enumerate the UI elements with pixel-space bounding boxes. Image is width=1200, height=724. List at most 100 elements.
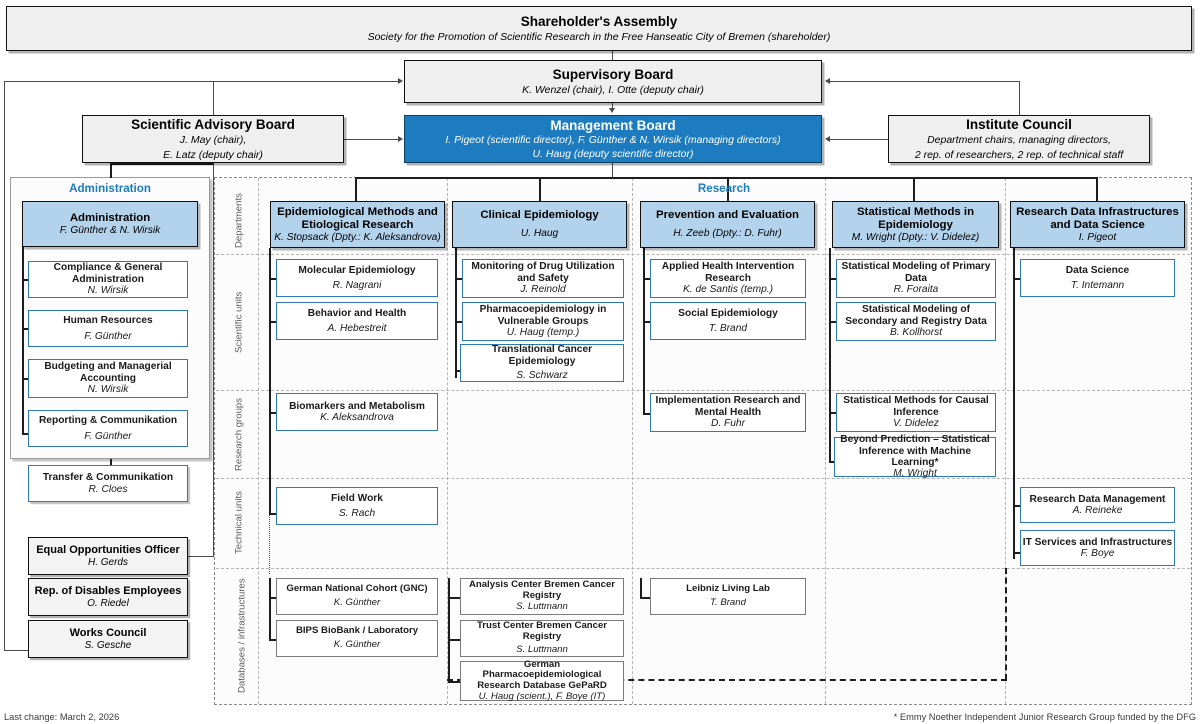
dept-stub-1: [355, 177, 357, 201]
scientific-advisory-board-box[interactable]: Scientific Advisory Board J. May (chair)…: [82, 115, 344, 163]
group-causal-inference-person: V. Didelez: [893, 418, 939, 430]
unit-statistical-modeling-secondary-registry[interactable]: Statistical Modeling of Secondary and Re…: [836, 302, 996, 341]
admin-unit-compliance[interactable]: Compliance & General Administration N. W…: [28, 261, 188, 298]
department-header-epidemiological-methods[interactable]: Epidemiological Methods and Etiological …: [270, 201, 445, 248]
db-bips-biobank-laboratory[interactable]: BIPS BioBank / Laboratory K. Günther: [276, 620, 438, 657]
rep-disabled-employees-box[interactable]: Rep. of Disables Employees O. Riedel: [28, 578, 188, 616]
department-1-title-line1: Epidemiological Methods and: [277, 206, 438, 219]
tech-research-data-management[interactable]: Research Data Management A. Reineke: [1020, 487, 1175, 523]
db-trust-center-title: Trust Center Bremen Cancer Registry: [476, 619, 608, 642]
department-4-title-line1: Statistical Methods in: [856, 206, 975, 219]
group-biomarkers-and-metabolism[interactable]: Biomarkers and Metabolism K. Aleksandrov…: [276, 393, 438, 431]
tech-field-work[interactable]: Field Work S. Rach: [276, 487, 438, 525]
transfer-communication-person: R. Cloes: [88, 483, 128, 495]
connector-admin-down: [110, 163, 112, 178]
dept2-branch-2: [455, 321, 463, 323]
department-5-person: I. Pigeot: [1078, 231, 1117, 243]
supervisory-board-box[interactable]: Supervisory Board K. Wenzel (chair), I. …: [404, 60, 822, 103]
rep-disabled-employees-title: Rep. of Disables Employees: [34, 585, 182, 598]
unit-social-epidemiology[interactable]: Social Epidemiology T. Brand: [650, 302, 806, 340]
department-3-person: H. Zeeb (Dpty.: D. Fuhr): [673, 228, 782, 240]
institute-council-subtitle-1: Department chairs, managing directors,: [927, 133, 1111, 146]
department-header-prevention-evaluation[interactable]: Prevention and Evaluation H. Zeeb (Dpty.…: [640, 201, 815, 248]
row-label-departments: Departments: [233, 193, 245, 249]
dept3-db-spine: [640, 578, 642, 598]
unit-molecular-epidemiology[interactable]: Molecular Epidemiology R. Nagrani: [276, 259, 438, 297]
administration-head-box[interactable]: Administration F. Günther & N. Wirsik: [22, 201, 198, 247]
unit-primary-data-title: Statistical Modeling of Primary Data: [841, 261, 991, 284]
dept2-branch-3: [455, 370, 461, 372]
dept-stub-2: [539, 177, 541, 201]
tech-it-services-infrastructures[interactable]: IT Services and Infrastructures F. Boye: [1020, 530, 1175, 566]
admin-tree-branch-2: [22, 328, 29, 330]
unit-data-science[interactable]: Data Science T. Intemann: [1020, 259, 1175, 297]
unit-pharmaco-title: Pharmacoepidemiology in Vulnerable Group…: [479, 304, 607, 327]
db-leibniz-person: T. Brand: [710, 597, 746, 608]
connector-left-bus-vertical: [4, 81, 6, 651]
institute-council-title: Institute Council: [966, 116, 1072, 132]
transfer-communication-box[interactable]: Transfer & Communikation R. Cloes: [28, 465, 188, 502]
row-label-technical-units: Technical units: [233, 491, 245, 555]
unit-behavior-and-health[interactable]: Behavior and Health A. Hebestreit: [276, 302, 438, 340]
admin-tree-branch-3: [22, 378, 29, 380]
connector-sab-management: [344, 139, 399, 141]
unit-applied-health-intervention[interactable]: Applied Health Intervention Research K. …: [650, 259, 806, 298]
unit-translational-title: Translational Cancer Epidemiology: [491, 344, 593, 367]
group-beyond-prediction-machine-learning[interactable]: Beyond Prediction – Statistical Inferenc…: [834, 434, 996, 479]
department-header-clinical-epidemiology[interactable]: Clinical Epidemiology U. Haug: [452, 201, 627, 248]
admin-unit-hr[interactable]: Human Resources F. Günther: [28, 310, 188, 347]
group-implementation-research-mental-health[interactable]: Implementation Research and Mental Healt…: [650, 393, 806, 432]
department-1-person: K. Stopsack (Dpty.: K. Aleksandrova): [274, 231, 441, 243]
research-panel-title: Research: [697, 182, 751, 195]
unit-monitoring-drug-utilization[interactable]: Monitoring of Drug Utilization and Safet…: [462, 259, 624, 298]
connector-supervisory-management: [612, 103, 614, 109]
management-board-box[interactable]: Management Board I. Pigeot (scientific d…: [404, 115, 822, 163]
admin-unit-budgeting[interactable]: Budgeting and Managerial Accounting N. W…: [28, 359, 188, 398]
dept4-branch-4: [829, 461, 835, 463]
department-5-title-line1: Research Data Infrastructures: [1016, 206, 1179, 219]
db-gepard[interactable]: German Pharmacoepidemiological Research …: [460, 659, 624, 702]
dept2-db-branch-3: [448, 681, 461, 683]
db-trust-center-cancer-registry[interactable]: Trust Center Bremen Cancer Registry S. L…: [460, 620, 624, 657]
row-label-scientific-units: Scientific units: [233, 291, 245, 353]
shareholders-assembly-box[interactable]: Shareholder's Assembly Society for the P…: [6, 6, 1192, 51]
unit-monitoring-person: J. Reinold: [520, 284, 566, 296]
unit-molecular-epidemiology-title: Molecular Epidemiology: [298, 265, 416, 277]
department-2-title-line1: Clinical Epidemiology: [480, 209, 599, 222]
shareholders-assembly-subtitle: Society for the Promotion of Scientific …: [367, 30, 831, 43]
row-label-research-groups: Research groups: [233, 397, 245, 471]
db-analysis-center-cancer-registry[interactable]: Analysis Center Bremen Cancer Registry S…: [460, 578, 624, 615]
db-gepard-person: U. Haug (scient.), F. Boye (IT): [478, 690, 606, 702]
unit-pharmacoepidemiology-vulnerable[interactable]: Pharmacoepidemiology in Vulnerable Group…: [462, 302, 624, 341]
unit-translational-cancer-epidemiology[interactable]: Translational Cancer Epidemiology S. Sch…: [460, 344, 624, 382]
connector-council-management: [830, 139, 889, 141]
row-divider-technical-units: [216, 568, 1190, 569]
unit-statistical-modeling-primary-data[interactable]: Statistical Modeling of Primary Data R. …: [836, 259, 996, 298]
row-divider-scientific-units: [216, 390, 1190, 391]
unit-primary-data-person: R. Foraita: [893, 284, 939, 296]
institute-council-box[interactable]: Institute Council Department chairs, man…: [888, 115, 1150, 163]
works-council-box[interactable]: Works Council S. Gesche: [28, 620, 188, 658]
db-biobank-person: K. Günther: [333, 639, 381, 650]
group-implementation-title: Implementation Research and Mental Healt…: [655, 395, 801, 418]
connector-left-bus-top: [4, 81, 399, 83]
admin-unit-reporting[interactable]: Reporting & Communikation F. Günther: [28, 410, 188, 447]
department-header-statistical-methods[interactable]: Statistical Methods in Epidemiology M. W…: [832, 201, 999, 248]
db-german-national-cohort[interactable]: German National Cohort (GNC) K. Günther: [276, 578, 438, 615]
connector-eoo-right: [188, 556, 214, 558]
arrow-supervisory-management: [609, 108, 615, 113]
unit-social-epi-title: Social Epidemiology: [678, 308, 778, 320]
connector-right-bus-top: [830, 81, 1020, 83]
rep-disabled-employees-person: O. Riedel: [87, 597, 129, 609]
db-trust-center-person: S. Luttmann: [516, 644, 568, 656]
arrow-right-bus-supervisory: [825, 77, 830, 84]
department-header-research-data-infrastructures[interactable]: Research Data Infrastructures and Data S…: [1010, 201, 1185, 248]
unit-applied-health-title: Applied Health Intervention Research: [661, 261, 795, 284]
administration-head-title: Administration: [69, 211, 151, 224]
equal-opportunities-officer-box[interactable]: Equal Opportunities Officer H. Gerds: [28, 537, 188, 575]
group-statistical-methods-causal-inference[interactable]: Statistical Methods for Causal Inference…: [836, 393, 996, 432]
unit-secondary-data-title: Statistical Modeling of Secondary and Re…: [845, 304, 987, 327]
arrow-sab-management: [398, 135, 403, 142]
db-leibniz-living-lab[interactable]: Leibniz Living Lab T. Brand: [650, 578, 806, 615]
unit-molecular-epidemiology-person: R. Nagrani: [332, 279, 382, 291]
